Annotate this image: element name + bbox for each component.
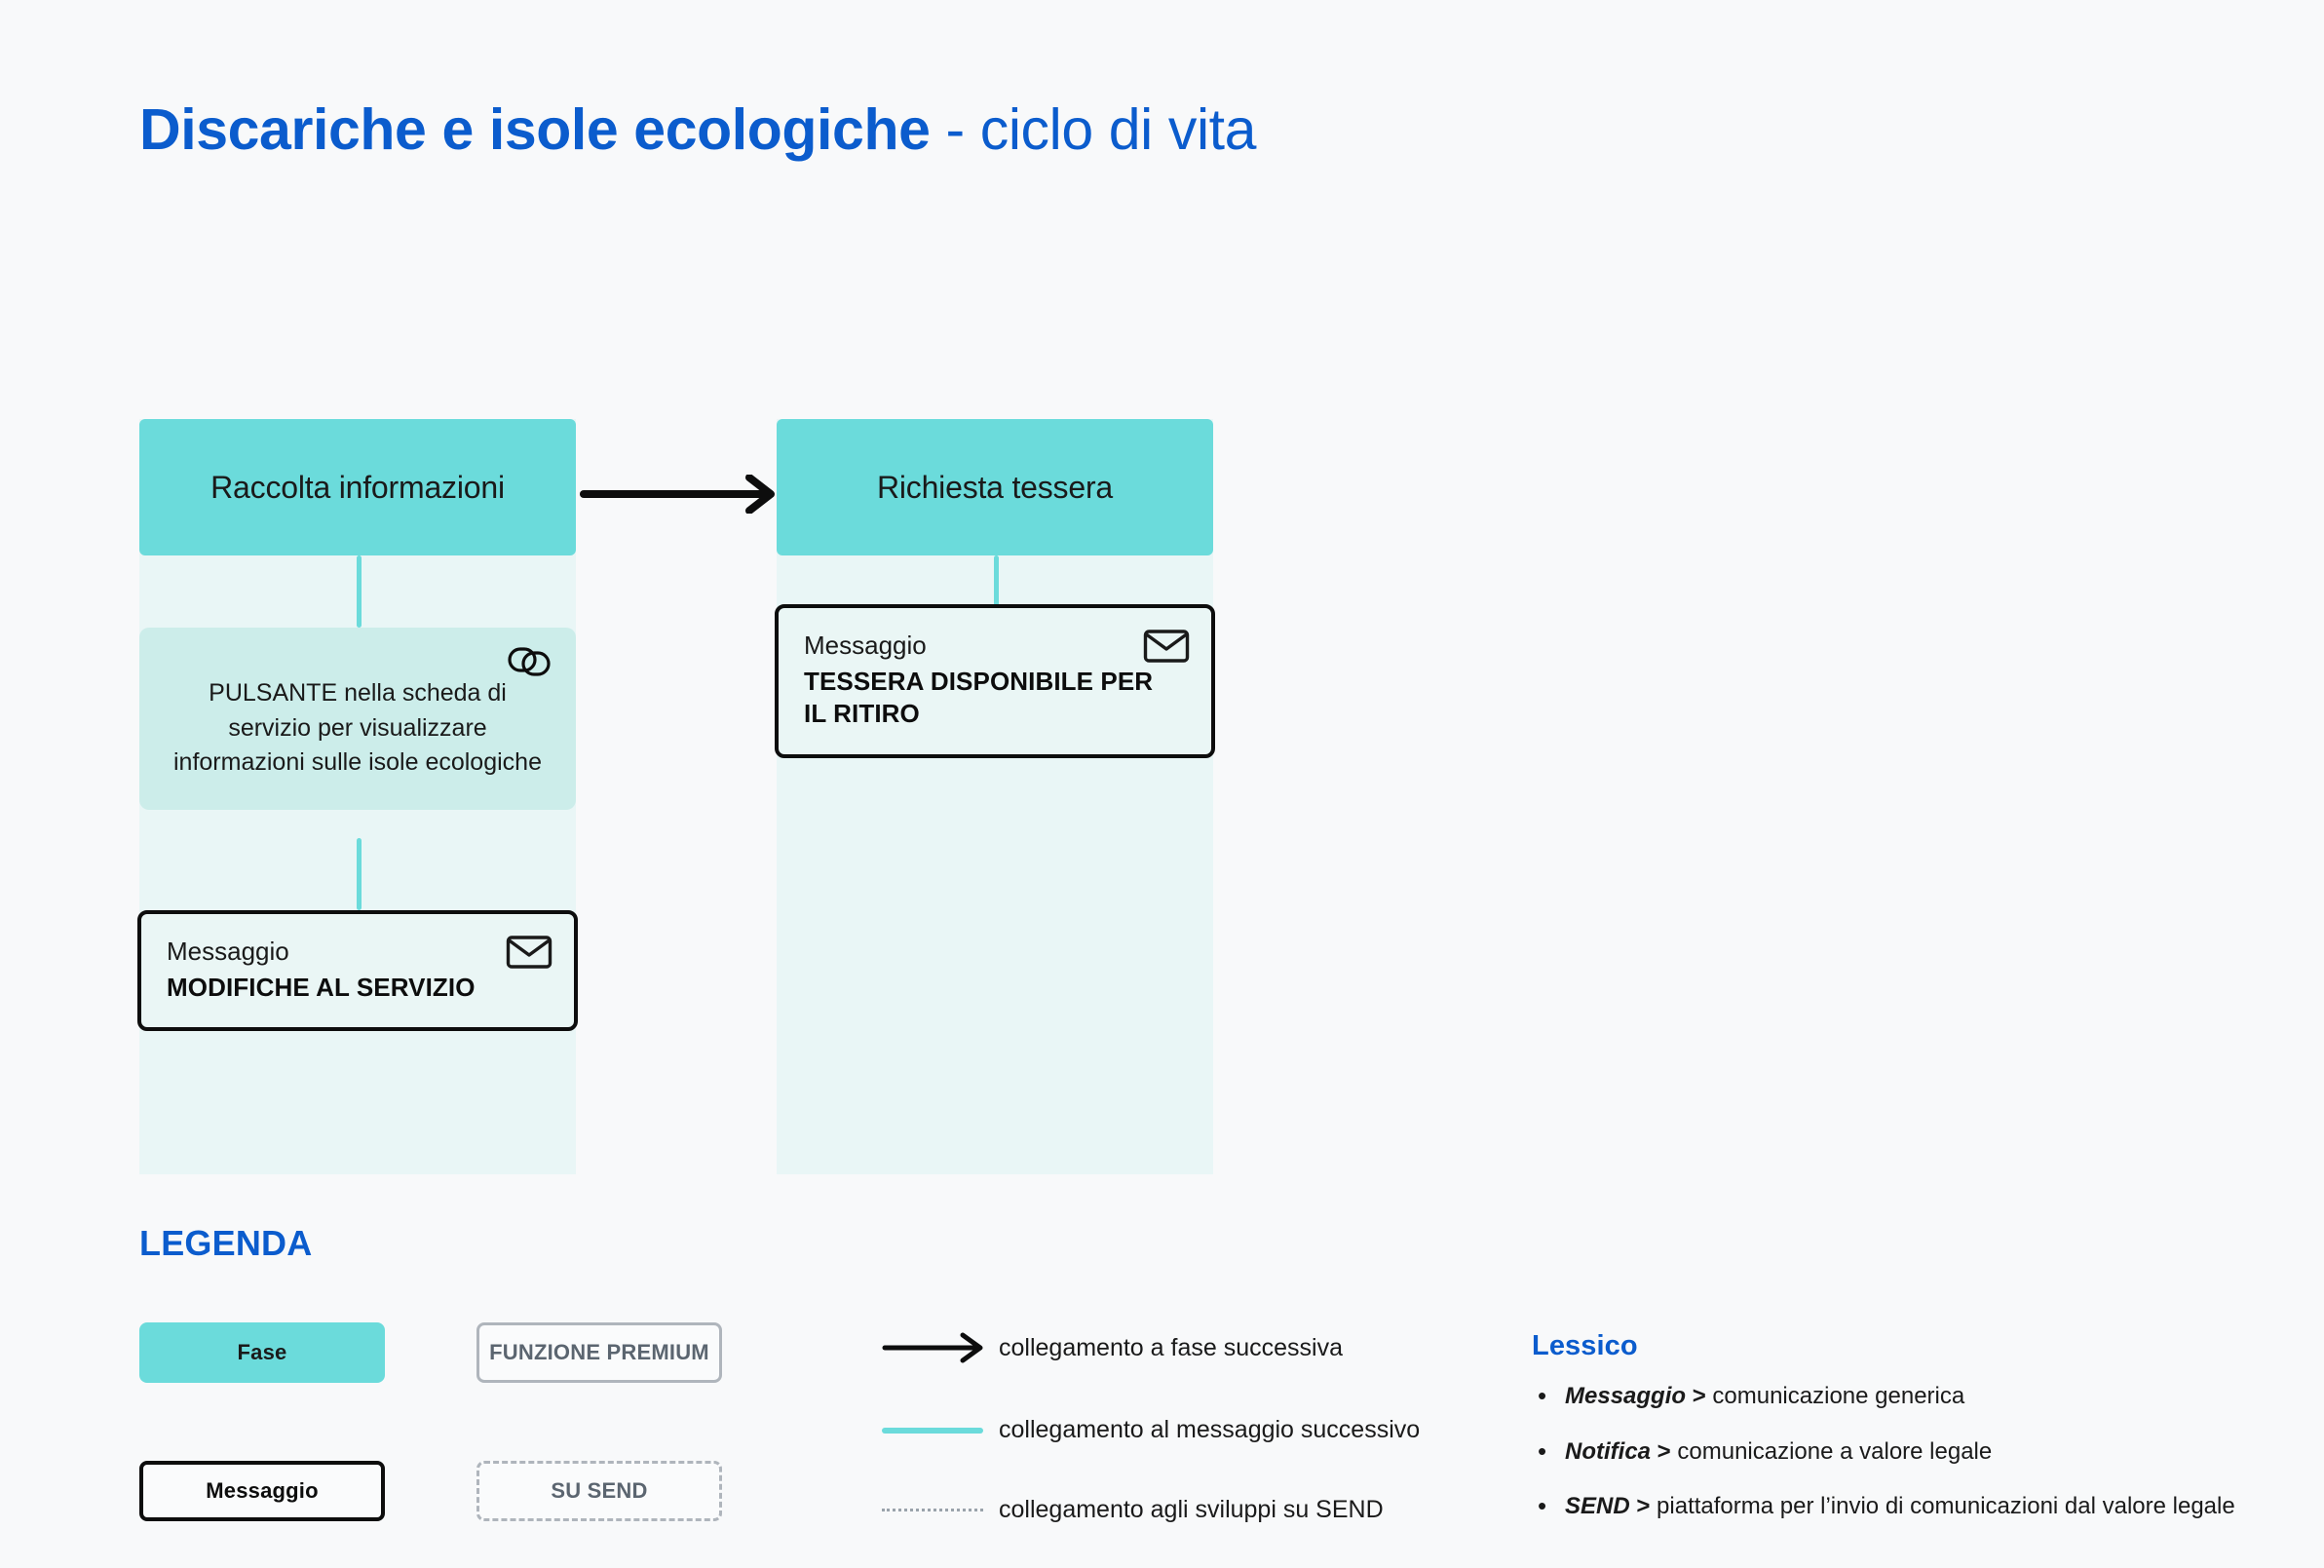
phase-box-raccolta-informazioni[interactable]: Raccolta informazioni bbox=[139, 419, 576, 555]
legend-line-label: collegamento al messaggio successivo bbox=[999, 1415, 1421, 1443]
teal-rule-icon bbox=[882, 1413, 989, 1446]
phase-label: Richiesta tessera bbox=[876, 469, 1114, 505]
phase-box-richiesta-tessera[interactable]: Richiesta tessera bbox=[777, 419, 1213, 555]
phase-label: Raccolta informazioni bbox=[210, 469, 505, 505]
lessico-definition: piattaforma per l’invio di comunicazioni… bbox=[1657, 1493, 2235, 1520]
feature-card-text: PULSANTE nella scheda di servizio per vi… bbox=[173, 679, 542, 776]
feature-card-pulsante[interactable]: PULSANTE nella scheda di servizio per vi… bbox=[139, 628, 576, 810]
legend-line-sviluppi-su-send: collegamento agli sviluppi su SEND bbox=[882, 1490, 1384, 1529]
lessico-separator: > bbox=[1651, 1437, 1678, 1465]
page-title-light: - ciclo di vita bbox=[930, 97, 1257, 162]
premium-links-icon bbox=[508, 645, 552, 678]
page-title-strong: Discariche e isole ecologiche bbox=[139, 97, 931, 162]
lessico-term: Messaggio bbox=[1565, 1383, 1687, 1409]
legend-swatch-messaggio: Messaggio bbox=[139, 1461, 385, 1521]
message-kind-label: Messaggio bbox=[804, 631, 927, 660]
lessico-separator: > bbox=[1686, 1383, 1713, 1409]
arrow-right-icon bbox=[882, 1331, 989, 1364]
lessico-section: Lessico Messaggio > comunicazione generi… bbox=[1532, 1330, 2272, 1548]
lessico-item: Messaggio > comunicazione generica bbox=[1538, 1380, 2272, 1412]
connector-phase-to-feature bbox=[357, 555, 362, 628]
legend-line-messaggio-successivo: collegamento al messaggio successivo bbox=[882, 1410, 1420, 1449]
lessico-list: Messaggio > comunicazione generica Notif… bbox=[1532, 1380, 2272, 1522]
legend-swatch-su-send: SU SEND bbox=[476, 1461, 722, 1521]
message-title-label: TESSERA DISPONIBILE PER IL RITIRO bbox=[804, 666, 1154, 729]
arrow-right-icon bbox=[580, 474, 781, 515]
connector-feature-to-message bbox=[357, 838, 362, 910]
legend-swatch-label: FUNZIONE PREMIUM bbox=[489, 1340, 709, 1364]
message-card-tessera-disponibile[interactable]: Messaggio TESSERA DISPONIBILE PER IL RIT… bbox=[775, 604, 1215, 759]
legend-swatch-fase: Fase bbox=[139, 1322, 385, 1383]
lessico-term: SEND bbox=[1565, 1493, 1630, 1520]
envelope-icon bbox=[506, 934, 552, 971]
page-title: Discariche e isole ecologiche - ciclo di… bbox=[139, 97, 1256, 164]
lessico-definition: comunicazione generica bbox=[1712, 1383, 1965, 1409]
envelope-icon bbox=[1143, 628, 1190, 665]
legend-line-fase-successiva: collegamento a fase successiva bbox=[882, 1328, 1343, 1367]
legend-swatch-label: Fase bbox=[237, 1340, 287, 1364]
lessico-item: SEND > piattaforma per l’invio di comuni… bbox=[1538, 1490, 2272, 1522]
legend-swatch-label: SU SEND bbox=[551, 1478, 648, 1503]
lessico-separator: > bbox=[1629, 1493, 1657, 1520]
dotted-rule-icon bbox=[882, 1493, 989, 1526]
legend-line-label: collegamento a fase successiva bbox=[999, 1333, 1343, 1361]
legend-swatch-label: Messaggio bbox=[206, 1478, 319, 1503]
lessico-definition: comunicazione a valore legale bbox=[1677, 1437, 1993, 1465]
legend-heading: LEGENDA bbox=[139, 1223, 313, 1263]
legend-line-label: collegamento agli sviluppi su SEND bbox=[999, 1495, 1384, 1523]
legend-swatch-funzione-premium: FUNZIONE PREMIUM bbox=[476, 1322, 722, 1383]
lessico-heading: Lessico bbox=[1532, 1330, 1638, 1361]
message-kind-label: Messaggio bbox=[167, 937, 289, 966]
message-title-label: MODIFICHE AL SERVIZIO bbox=[167, 972, 476, 1002]
connector-phase-to-message bbox=[994, 555, 999, 628]
message-card-modifiche-al-servizio[interactable]: Messaggio MODIFICHE AL SERVIZIO bbox=[137, 910, 578, 1032]
lessico-term: Notifica bbox=[1565, 1437, 1652, 1465]
lessico-item: Notifica > comunicazione a valore legale bbox=[1538, 1435, 2272, 1468]
